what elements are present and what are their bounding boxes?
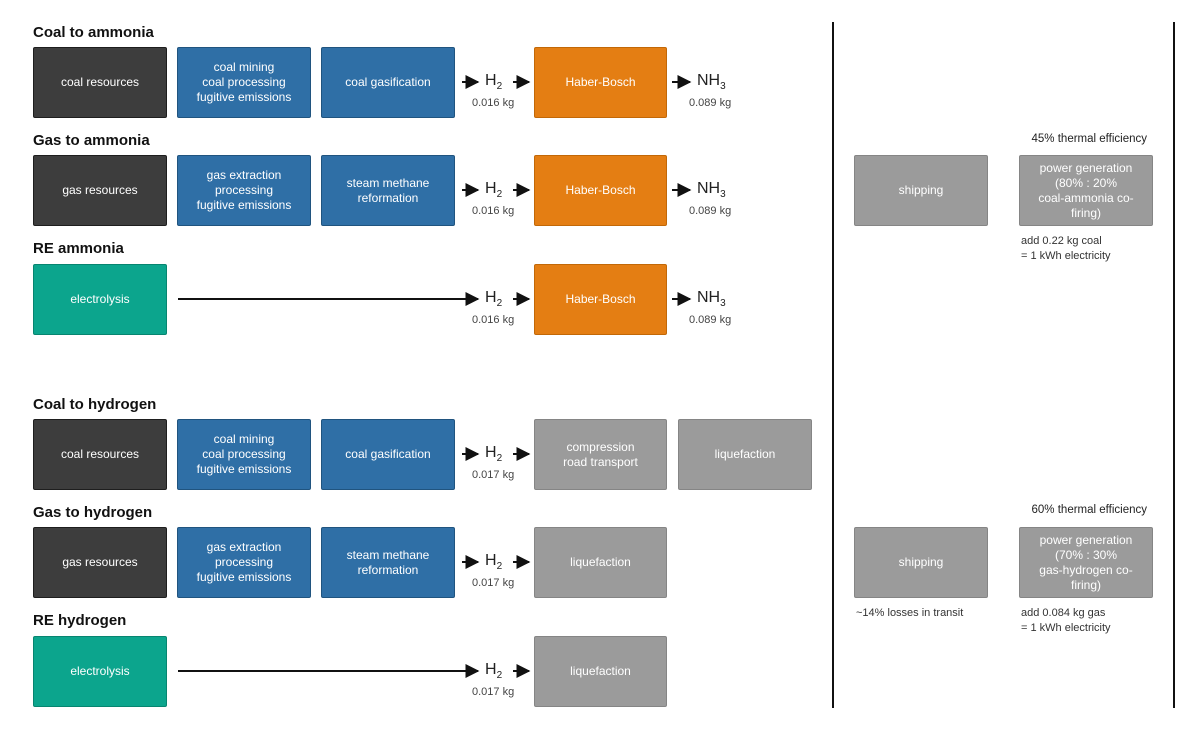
h2-subscript: 2 [496,561,503,573]
h2-label: H2 [485,552,502,572]
coal-mining-box: coal mining coal processing fugitive emi… [177,47,311,118]
gas-resources-box: gas resources [33,155,167,226]
h2-mass: 0.016 kg [472,314,515,326]
divider-line [832,22,834,708]
steam-methane-box: steam methane reformation [321,155,455,226]
power-generation-hydrogen-box: power generation (70% : 30% gas-hydrogen… [1019,527,1153,598]
transit-losses-note: ~14% losses in transit [856,607,964,619]
nh3-base: NH [697,72,721,89]
shipping-box: shipping [854,155,988,226]
h2-label: H2 [485,289,502,309]
h2-mass: 0.016 kg [472,205,515,217]
coal-resources-box: coal resources [33,47,167,118]
h2-subscript: 2 [496,670,503,682]
gas-extraction-box: gas extraction processing fugitive emiss… [177,155,311,226]
gas-resources-box: gas resources [33,527,167,598]
section-title-gas-to-ammonia: Gas to ammonia [33,132,150,149]
h2-mass: 0.017 kg [472,577,515,589]
nh3-label: NH3 [697,72,726,92]
h2-base: H [485,72,497,89]
steam-methane-box: steam methane reformation [321,527,455,598]
h2-label: H2 [485,180,502,200]
haber-bosch-box: Haber-Bosch [534,47,667,118]
h2-subscript: 2 [496,298,503,310]
nh3-label: NH3 [697,180,726,200]
coal-gasification-box: coal gasification [321,47,455,118]
compression-box: compression road transport [534,419,667,490]
h2-mass: 0.017 kg [472,686,515,698]
nh3-subscript: 3 [720,81,726,93]
h2-base: H [485,444,497,461]
power-generation-ammonia-box: power generation (80% : 20% coal-ammonia… [1019,155,1153,226]
h2-mass: 0.016 kg [472,97,515,109]
shipping-box: shipping [854,527,988,598]
coal-gasification-box: coal gasification [321,419,455,490]
thermal-efficiency-hydrogen: 60% thermal efficiency [1031,504,1147,516]
coal-addition-note: add 0.22 kg coal = 1 kWh electricity [1021,235,1111,262]
gas-extraction-box: gas extraction processing fugitive emiss… [177,527,311,598]
section-title-coal-to-ammonia: Coal to ammonia [33,24,154,41]
h2-base: H [485,661,497,678]
section-title-coal-to-hydrogen: Coal to hydrogen [33,396,157,413]
coal-resources-box: coal resources [33,419,167,490]
nh3-subscript: 3 [720,298,726,310]
section-title-gas-to-hydrogen: Gas to hydrogen [33,504,153,521]
nh3-mass: 0.089 kg [689,314,732,326]
h2-base: H [485,180,497,197]
section-title-re-ammonia: RE ammonia [33,240,124,257]
haber-bosch-box: Haber-Bosch [534,264,667,335]
h2-base: H [485,552,497,569]
h2-subscript: 2 [496,189,503,201]
electrolysis-box: electrolysis [33,636,167,707]
nh3-base: NH [697,289,721,306]
liquefaction-box: liquefaction [678,419,812,490]
h2-label: H2 [485,661,502,681]
gas-addition-note: add 0.084 kg gas = 1 kWh electricity [1021,607,1111,634]
liquefaction-box: liquefaction [534,527,667,598]
h2-label: H2 [485,444,502,464]
nh3-label: NH3 [697,289,726,309]
h2-base: H [485,289,497,306]
nh3-base: NH [697,180,721,197]
h2-label: H2 [485,72,502,92]
nh3-mass: 0.089 kg [689,205,732,217]
nh3-subscript: 3 [720,189,726,201]
section-title-re-hydrogen: RE hydrogen [33,612,127,629]
h2-subscript: 2 [496,81,503,93]
nh3-mass: 0.089 kg [689,97,732,109]
electrolysis-box: electrolysis [33,264,167,335]
thermal-efficiency-ammonia: 45% thermal efficiency [1031,133,1147,145]
h2-mass: 0.017 kg [472,469,515,481]
haber-bosch-box: Haber-Bosch [534,155,667,226]
divider-line [1173,22,1175,708]
coal-mining-box: coal mining coal processing fugitive emi… [177,419,311,490]
h2-subscript: 2 [496,453,503,465]
liquefaction-box: liquefaction [534,636,667,707]
